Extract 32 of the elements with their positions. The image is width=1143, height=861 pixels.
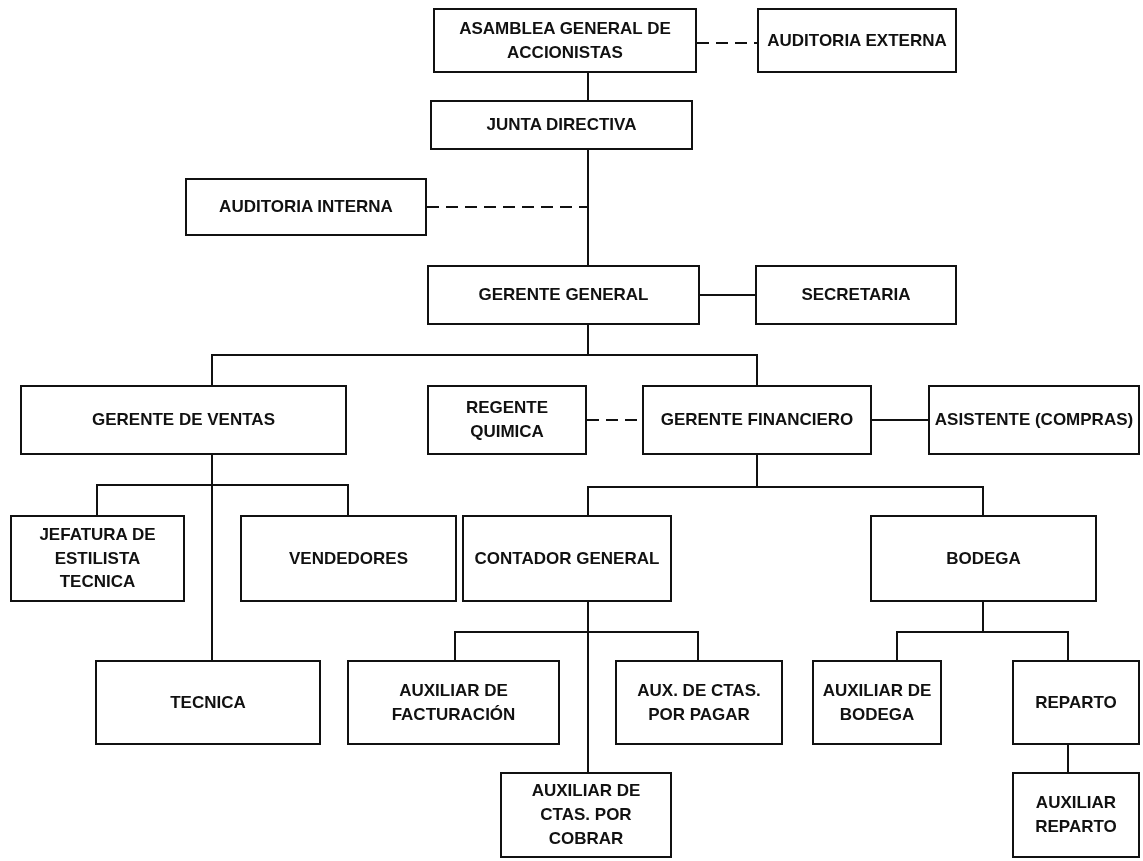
connector-line — [587, 324, 758, 386]
connector-line — [587, 72, 589, 101]
position-box: BODEGA — [870, 515, 1097, 602]
connector-line — [587, 601, 589, 773]
position-box: GERENTE DE VENTAS — [20, 385, 347, 455]
position-box: AUX. DE CTAS. POR PAGAR — [615, 660, 783, 745]
position-box: SECRETARIA — [755, 265, 957, 325]
connector-line — [211, 454, 213, 661]
position-box: TECNICA — [95, 660, 321, 745]
position-box: VENDEDORES — [240, 515, 457, 602]
connector-line — [587, 149, 589, 266]
position-box: GERENTE FINANCIERO — [642, 385, 872, 455]
connector-line — [699, 294, 756, 296]
position-box: AUXILIAR REPARTO — [1012, 772, 1140, 858]
connector-line — [756, 454, 984, 516]
position-box: GERENTE GENERAL — [427, 265, 700, 325]
position-box: JUNTA DIRECTIVA — [430, 100, 693, 150]
dashed-connector — [696, 42, 758, 44]
position-box: AUDITORIA EXTERNA — [757, 8, 957, 73]
position-box: AUXILIAR DE FACTURACIÓN — [347, 660, 560, 745]
position-box: AUXILIAR DE CTAS. POR COBRAR — [500, 772, 672, 858]
position-box: AUXILIAR DE BODEGA — [812, 660, 942, 745]
connector-line — [982, 601, 1069, 661]
position-box: AUDITORIA INTERNA — [185, 178, 427, 236]
position-box: REGENTE QUIMICA — [427, 385, 587, 455]
connector-line — [871, 419, 929, 421]
position-box: REPARTO — [1012, 660, 1140, 745]
position-box: ASAMBLEA GENERAL DE ACCIONISTAS — [433, 8, 697, 73]
position-box: CONTADOR GENERAL — [462, 515, 672, 602]
connector-line — [1067, 744, 1069, 773]
position-box: JEFATURA DE ESTILISTA TECNICA — [10, 515, 185, 602]
position-box: ASISTENTE (COMPRAS) — [928, 385, 1140, 455]
